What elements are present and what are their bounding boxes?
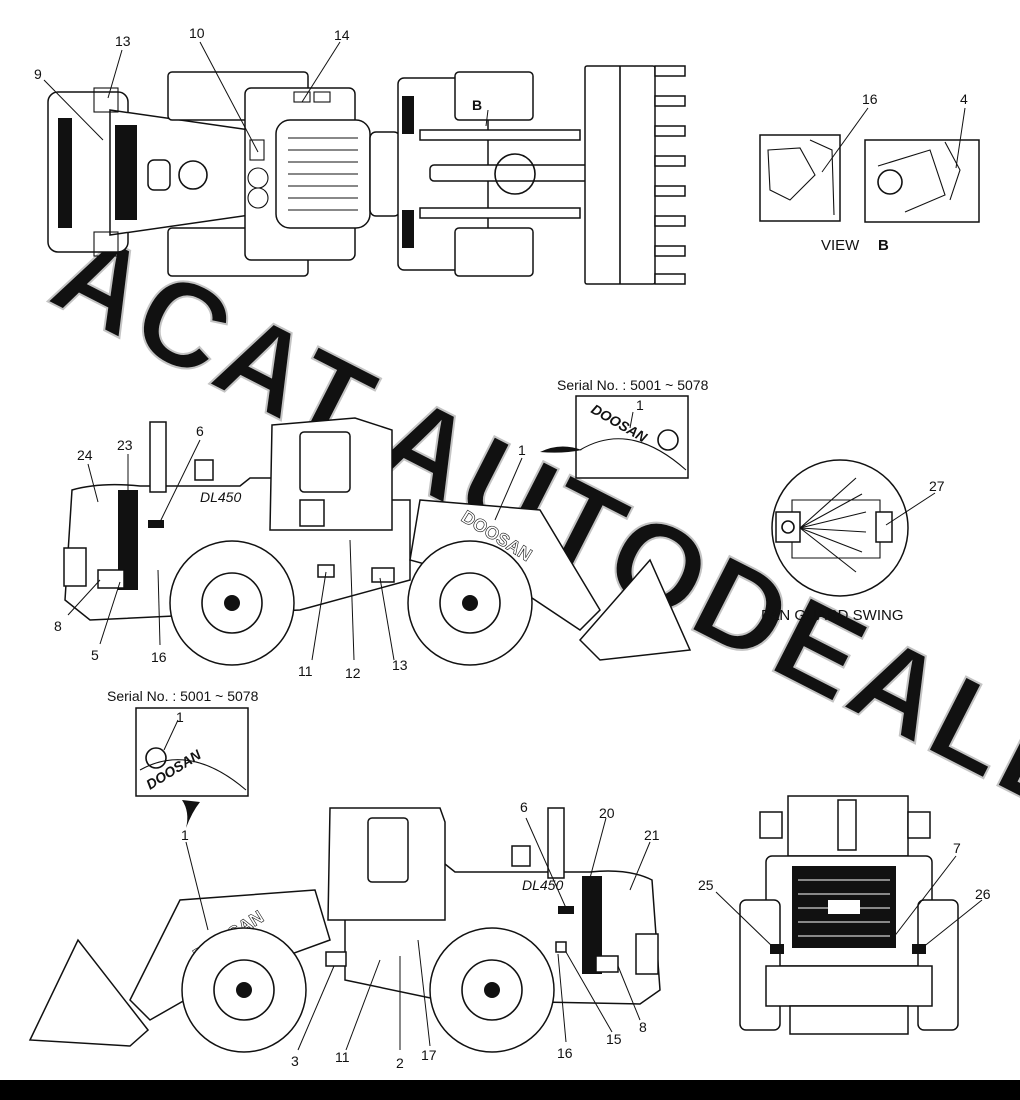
fan-guard-detail: 27 FAN GUARD SWING — [761, 459, 945, 624]
callout-5-right: 5 — [91, 647, 99, 663]
callout-3-left: 3 — [291, 1053, 299, 1069]
callout-6-right: 6 — [196, 423, 204, 439]
model-badge-left: DL450 — [522, 877, 563, 893]
callout-9-top: 9 — [34, 66, 42, 82]
callout-16-view-b: 16 — [862, 91, 878, 107]
callout-14-top: 14 — [334, 27, 350, 43]
callout-8-left: 8 — [639, 1019, 647, 1035]
callout-12-right: 12 — [345, 665, 361, 681]
callout-6-left: 6 — [520, 799, 528, 815]
top-view: 13 10 14 9 B — [34, 25, 686, 285]
view-b-title-prefix: VIEW — [821, 237, 860, 254]
callout-16-left: 16 — [557, 1045, 573, 1061]
callout-1-right: 1 — [518, 442, 526, 458]
serial-text-left: Serial No. : 5001 ~ 5078 — [107, 688, 259, 704]
callout-13-right: 13 — [392, 657, 408, 673]
callout-2-left: 2 — [396, 1055, 404, 1071]
callout-27-fan: 27 — [929, 478, 945, 494]
callout-4-view-b: 4 — [960, 91, 968, 107]
callout-16-right: 16 — [151, 649, 167, 665]
callout-1-detail-left: 1 — [176, 709, 184, 725]
view-b-marker: B — [472, 97, 482, 113]
bottom-border — [0, 1080, 1020, 1100]
callout-17-left: 17 — [421, 1047, 437, 1063]
side-view-right: Serial No. : 5001 ~ 5078 DOOSAN DL450 DO… — [54, 377, 709, 681]
callout-11-left: 11 — [335, 1049, 350, 1065]
fan-guard-caption: FAN GUARD SWING — [761, 607, 904, 624]
callout-21-left: 21 — [644, 827, 660, 843]
callout-1-left: 1 — [181, 827, 189, 843]
callout-8-right: 8 — [54, 618, 62, 634]
serial-text-right: Serial No. : 5001 ~ 5078 — [557, 377, 709, 393]
callout-1-detail-right: 1 — [636, 397, 644, 413]
callout-26-rear: 26 — [975, 886, 991, 902]
callout-25-rear: 25 — [698, 877, 714, 893]
callout-23-right: 23 — [117, 437, 133, 453]
view-b-title-letter: B — [878, 237, 889, 254]
callout-24-right: 24 — [77, 447, 93, 463]
view-b: 16 4 VIEW B — [759, 91, 980, 254]
rear-view: 7 25 26 — [698, 795, 991, 1035]
model-badge-right: DL450 — [200, 489, 241, 505]
callout-13-top: 13 — [115, 33, 131, 49]
callout-20-left: 20 — [599, 805, 615, 821]
callout-10-top: 10 — [189, 25, 205, 41]
callout-15-left: 15 — [606, 1031, 622, 1047]
callout-11-right: 11 — [298, 663, 313, 679]
side-view-left: Serial No. : 5001 ~ 5078 DOOSAN DL450 DO… — [28, 688, 661, 1071]
callout-7-rear: 7 — [953, 840, 961, 856]
